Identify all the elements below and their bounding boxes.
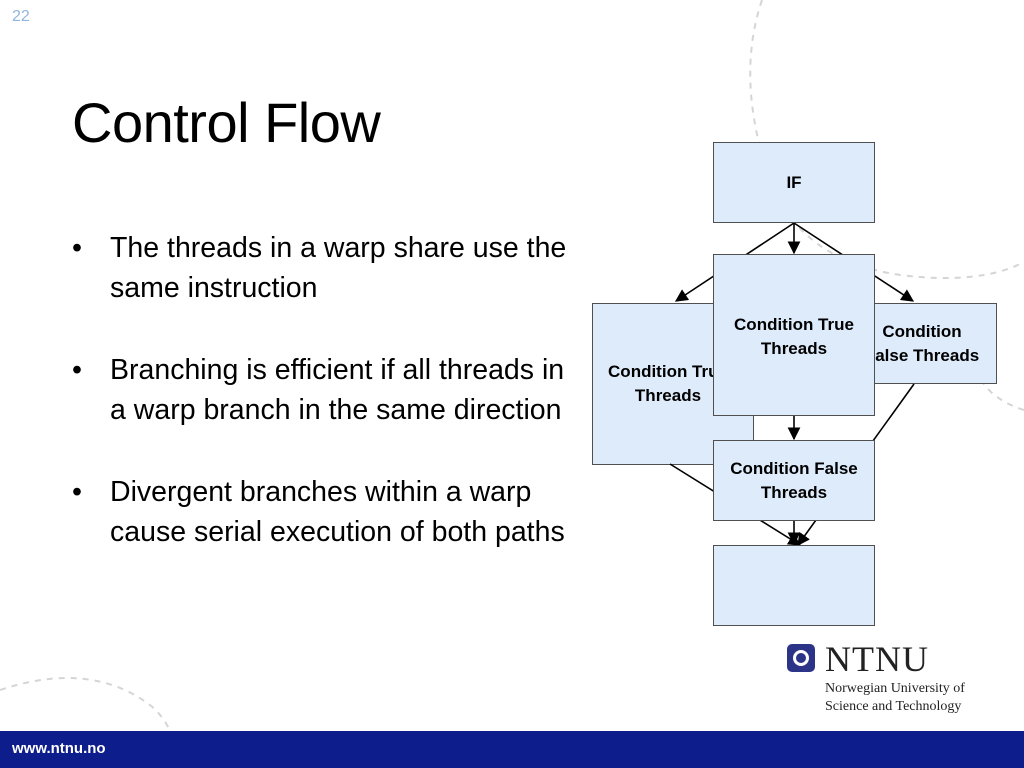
logo-wordmark: NTNU: [825, 639, 929, 679]
logo-subtitle-line2: Science and Technology: [825, 699, 962, 714]
flow-box-mid-true: Condition True Threads: [713, 254, 875, 416]
bullet-marker: •: [72, 476, 82, 508]
logo-subtitle: Norwegian University of Science and Tech…: [825, 680, 1024, 716]
footer-bar: www.ntnu.no: [0, 731, 1024, 768]
bullet-item: • Divergent branches within a warp cause…: [72, 472, 582, 552]
footer-url-link[interactable]: www.ntnu.no: [12, 740, 106, 757]
flow-box-if-label: IF: [786, 172, 802, 192]
ntnu-logo-mark-icon: [787, 644, 815, 672]
flow-box-true-left-label: Condition True Threads: [608, 362, 728, 405]
flow-box-if: IF: [713, 142, 875, 223]
bullet-list: • The threads in a warp share use the sa…: [72, 228, 582, 594]
bullet-text: Branching is efficient if all threads in…: [110, 354, 565, 426]
flow-box-mid-false: Condition False Threads: [713, 440, 875, 521]
slide-title: Control Flow: [72, 91, 381, 154]
bullet-marker: •: [72, 232, 82, 264]
slide-number: 22: [12, 8, 30, 25]
bullet-item: • The threads in a warp share use the sa…: [72, 228, 582, 308]
flow-box-false-right-label: Condition False Threads: [864, 321, 980, 365]
logo-subtitle-line1: Norwegian University of: [825, 681, 965, 696]
flow-box-mid-true-label: Condition True Threads: [734, 315, 854, 358]
bullet-text: The threads in a warp share use the same…: [110, 232, 567, 304]
flow-box-mid-false-label: Condition False Threads: [730, 458, 858, 502]
bullet-marker: •: [72, 354, 82, 386]
bullet-text: Divergent branches within a warp cause s…: [110, 476, 565, 548]
bullet-item: • Branching is efficient if all threads …: [72, 350, 582, 430]
flow-box-end: [713, 545, 875, 626]
